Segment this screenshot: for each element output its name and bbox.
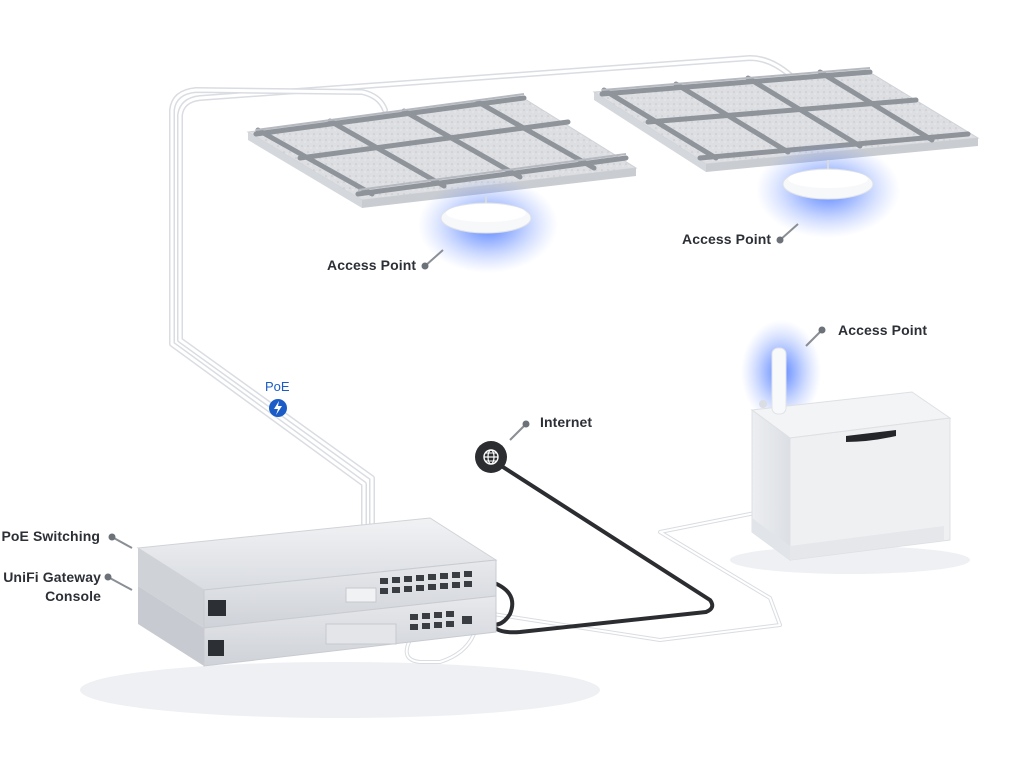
poe-switch	[136, 517, 498, 629]
label-access-point-ceiling-left: Access Point	[327, 257, 417, 273]
label-access-point-outdoor: Access Point	[838, 322, 928, 338]
label-internet: Internet	[540, 414, 593, 430]
unifi-gateway	[138, 586, 497, 667]
internet-cable	[484, 458, 715, 635]
label-gateway-line1: UniFi Gateway	[3, 569, 101, 585]
access-point-ceiling-left	[418, 177, 558, 273]
poe-icon	[269, 399, 287, 417]
switch-stack	[136, 517, 498, 667]
access-point-ceiling-right	[756, 142, 900, 238]
floor-shadow	[80, 662, 600, 718]
label-access-point-ceiling-right: Access Point	[682, 231, 772, 247]
poe-cable	[169, 55, 818, 593]
label-poe: PoE	[265, 379, 290, 394]
globe-icon	[475, 441, 507, 473]
callout-leaders	[104, 223, 826, 591]
outdoor-enclosure	[741, 320, 952, 561]
label-unifi-gateway-console: UniFi Gateway Console	[0, 568, 101, 606]
label-gateway-line2: Console	[45, 588, 101, 604]
label-poe-switching: PoE Switching	[1, 528, 100, 544]
